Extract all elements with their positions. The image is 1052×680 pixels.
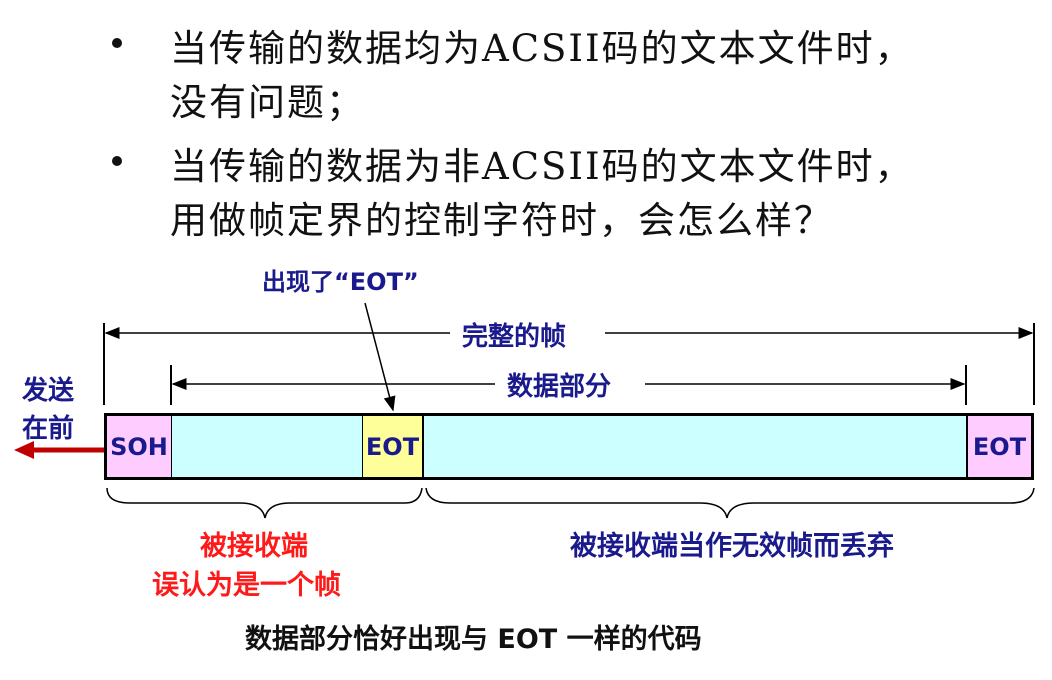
send-first-label-2: 在前 xyxy=(22,414,75,444)
eot-end-cell: EOT xyxy=(966,413,1034,480)
data-part-label: 数据部分 xyxy=(507,372,612,402)
bullet-dot-2 xyxy=(112,156,122,166)
eot-inner-cell: EOT xyxy=(362,413,424,480)
data-cell-1 xyxy=(172,413,362,480)
bullet-2-line-2: 用做帧定界的控制字符时，会怎么样？ xyxy=(170,199,833,242)
diagram-caption: 数据部分恰好出现与 EOT 一样的代码 xyxy=(245,624,702,655)
full-frame-label: 完整的帧 xyxy=(462,322,567,352)
misread-label-1: 被接收端 xyxy=(200,531,308,562)
eot-callout-label: 出现了“EOT” xyxy=(262,268,419,296)
bullet-1-line-1: 当传输的数据均为ACSII码的文本文件时， xyxy=(170,27,914,70)
send-first-label-1: 发送 xyxy=(22,376,75,406)
misread-label-2: 误认为是一个帧 xyxy=(152,570,341,601)
soh-cell: SOH xyxy=(104,413,172,480)
bullet-dot-1 xyxy=(112,38,122,48)
data-cell-2 xyxy=(424,413,966,480)
bullet-1-line-2: 没有问题； xyxy=(170,81,365,124)
discard-label: 被接收端当作无效帧而丢弃 xyxy=(570,531,894,562)
bullet-2-line-1: 当传输的数据为非ACSII码的文本文件时， xyxy=(170,145,914,188)
